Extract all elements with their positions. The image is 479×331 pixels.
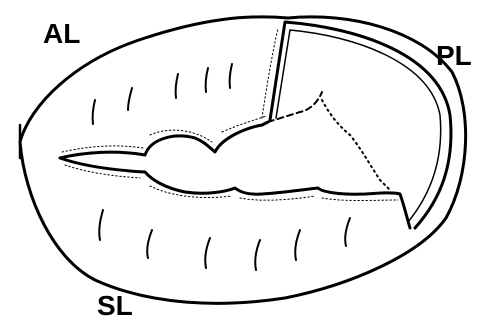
lower-leaflet-stroke (205, 238, 210, 268)
label-anterior-leaflet: AL (43, 20, 80, 48)
anterior-leaflet-stroke (176, 74, 178, 98)
posterior-leaflet-fringe (262, 28, 278, 118)
anterior-leaflet-stroke (206, 68, 208, 92)
coaptation-line-lower (60, 158, 410, 228)
lower-leaflet-stroke (147, 230, 152, 258)
coaptation-dotted-line (322, 100, 390, 190)
coaptation-line-upper (60, 122, 268, 158)
anterior-leaflet-stroke (128, 88, 132, 110)
label-posterior-leaflet: PL (436, 42, 472, 70)
lower-leaflet-stroke (99, 210, 103, 240)
lower-leaflet-stroke (345, 218, 350, 246)
annulus-outline (20, 17, 466, 304)
anterior-leaflet-stroke (230, 64, 232, 88)
anterior-leaflet-stroke (93, 100, 95, 124)
lower-leaflet-stroke (255, 240, 260, 270)
label-septal-leaflet: SL (97, 292, 133, 320)
lower-leaflet-stroke (295, 230, 300, 260)
